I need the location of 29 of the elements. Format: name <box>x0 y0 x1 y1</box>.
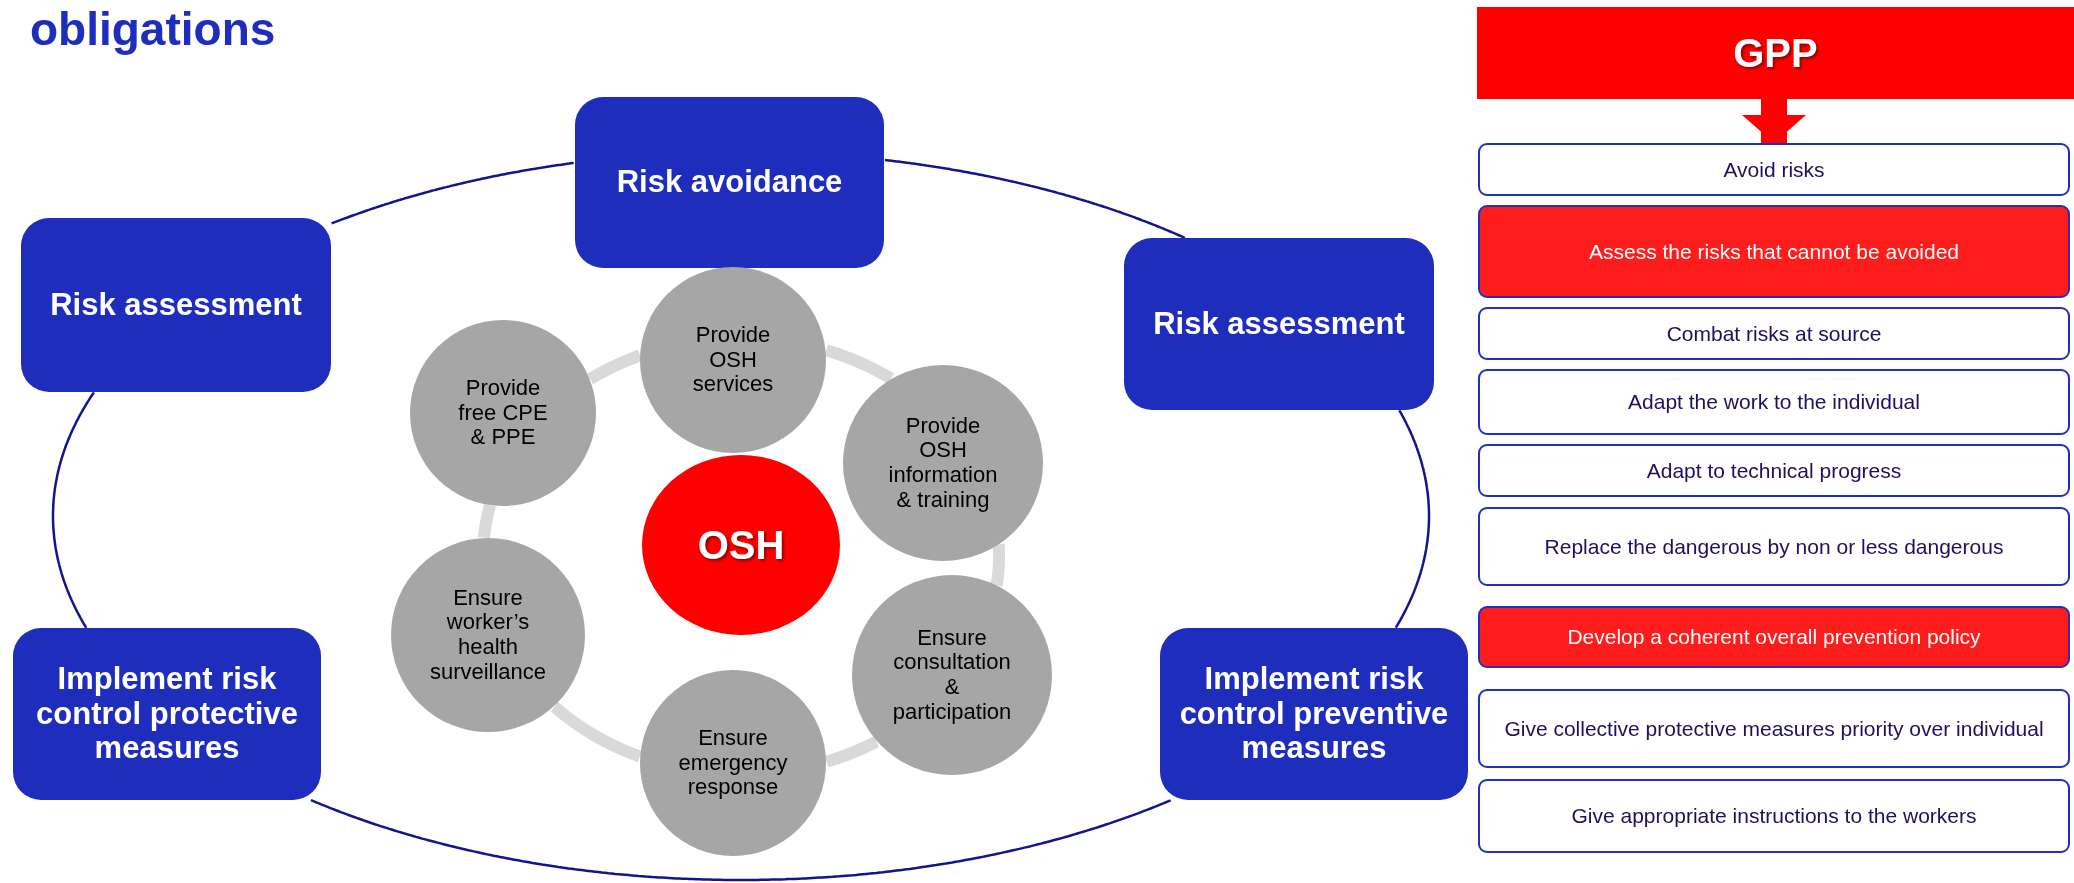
center-circle: OSH <box>642 455 840 635</box>
stage-box: Risk avoidance <box>575 97 884 268</box>
stage-box: Implement risk control protective measures <box>13 628 321 800</box>
stage-box: Risk assessment <box>1124 238 1434 410</box>
connector-line <box>310 798 1172 882</box>
connector-line <box>1394 409 1431 629</box>
connector-line <box>331 161 574 225</box>
principle-box: Adapt the work to the individual <box>1478 369 2070 435</box>
stage-box: Risk assessment <box>21 218 331 392</box>
arrow <box>1742 99 1806 143</box>
connector-line <box>884 158 1186 240</box>
duty-circle: Ensure consultation & participation <box>852 575 1052 775</box>
principle-box: Give appropriate instructions to the workers <box>1478 779 2070 853</box>
principle-box: Combat risks at source <box>1478 307 2070 360</box>
header-banner: GPP <box>1477 7 2074 99</box>
connector-line <box>51 391 95 629</box>
principle-box: Develop a coherent overall prevention policy <box>1478 606 2070 668</box>
principle-box: Avoid risks <box>1478 143 2070 196</box>
principle-box: Give collective protective measures priority over individual <box>1478 689 2070 768</box>
page-title: obligations <box>30 2 276 56</box>
duty-circle: Provide OSH information & training <box>843 365 1043 561</box>
duty-circle: Provide free CPE & PPE <box>410 320 596 506</box>
principle-box: Adapt to technical progress <box>1478 444 2070 497</box>
stage-box: Implement risk control preventive measures <box>1160 628 1468 800</box>
principle-box: Assess the risks that cannot be avoided <box>1478 205 2070 298</box>
duty-circle: Ensure emergency response <box>640 670 826 856</box>
duty-circle: Provide OSH services <box>640 267 826 453</box>
duty-circle: Ensure worker’s health surveillance <box>391 538 585 732</box>
principle-box: Replace the dangerous by non or less dangerous <box>1478 507 2070 586</box>
